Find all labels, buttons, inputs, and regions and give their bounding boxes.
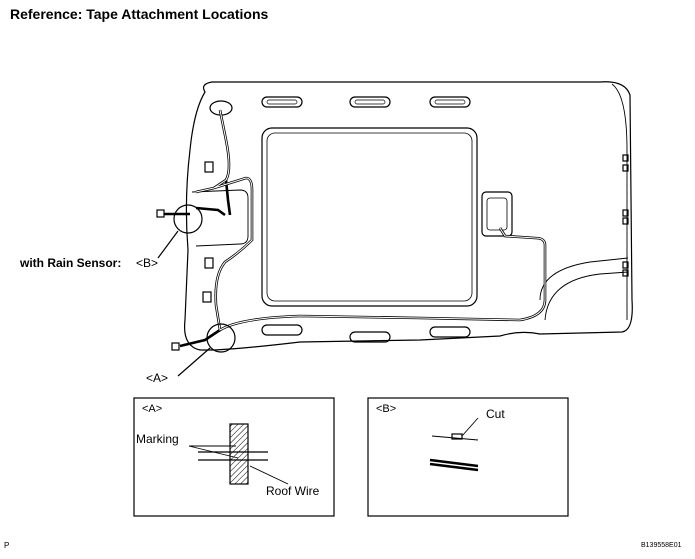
- roof-wire-label: Roof Wire: [266, 484, 320, 498]
- callout-circle-a: [206, 323, 236, 353]
- footer-left-code: P: [4, 541, 10, 550]
- rear-dome-light: [481, 191, 513, 237]
- callout-b-label: <B>: [136, 256, 159, 270]
- callout-a-label: <A>: [146, 371, 169, 385]
- rain-sensor-label: with Rain Sensor:: [20, 256, 122, 270]
- marking-label: Marking: [136, 432, 179, 446]
- footer-right-code: B139558E01: [641, 542, 682, 549]
- callout-circle-b: [173, 204, 203, 234]
- cut-label: Cut: [486, 407, 505, 421]
- page-title: Reference: Tape Attachment Locations: [10, 6, 269, 22]
- detail-box-a: [133, 397, 335, 517]
- roof-wire: [164, 109, 547, 348]
- headliner-outline: [183, 81, 633, 351]
- detail-a-tag: <A>: [142, 403, 163, 415]
- detail-b-tag: <B>: [376, 403, 397, 415]
- detail-box-b: [367, 397, 569, 517]
- sunroof-opening: [261, 127, 478, 307]
